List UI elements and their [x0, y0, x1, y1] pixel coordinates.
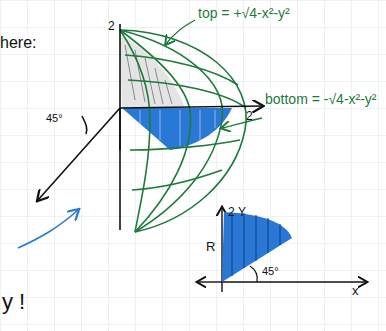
axis-label: x: [352, 284, 359, 298]
axis-tick: 2: [108, 20, 115, 33]
note-text: y !: [2, 290, 25, 314]
axis-tick: 2: [228, 206, 235, 219]
angle-label: 45°: [262, 265, 279, 277]
axis-label: Y: [238, 206, 246, 219]
axis-tick: 2: [246, 110, 253, 123]
surface-label: bottom = -√4-x²-y²: [265, 92, 377, 107]
surface-label: top = +√4-x²-y²: [198, 6, 290, 21]
note-text: here:: [0, 34, 36, 52]
angle-label: 45°: [46, 112, 63, 124]
region-label: R: [206, 240, 215, 254]
